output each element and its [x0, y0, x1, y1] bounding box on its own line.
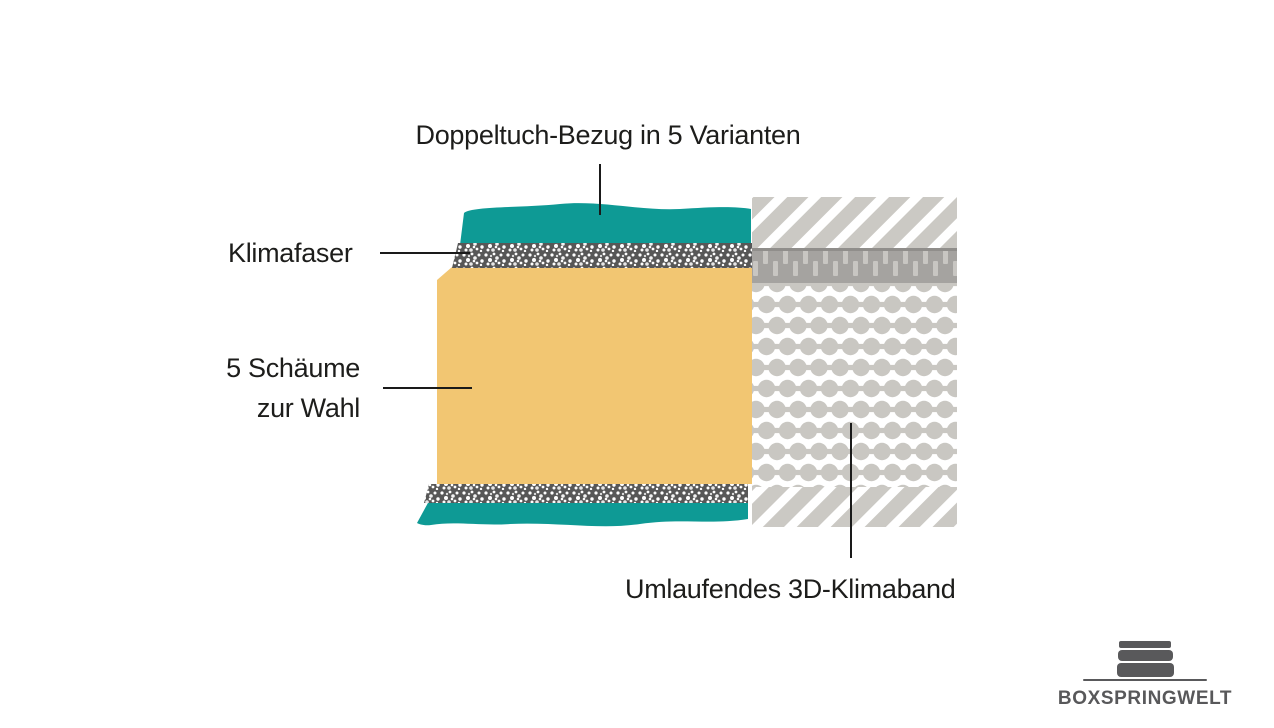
klimaband-panel: [752, 197, 957, 527]
cover-top: [460, 203, 751, 245]
cover-label: Doppeltuch-Bezug in 5 Varianten: [415, 120, 801, 150]
bed-base-line: [1083, 679, 1207, 681]
klimafaser-layer-bottom: [424, 484, 748, 503]
zipper-band-edge: [752, 248, 957, 251]
brand-name: BOXSPRINGWELT: [1057, 688, 1233, 709]
bed-mattress-bar: [1117, 650, 1173, 661]
klimafaser-label: Klimafaser: [228, 238, 353, 268]
bed-topper-bar: [1119, 641, 1171, 648]
foam-label: 5 Schäume zur Wahl: [226, 348, 360, 428]
bed-box-bar: [1116, 663, 1174, 677]
cover-bottom: [417, 501, 748, 527]
zipper-band: [752, 248, 957, 283]
leader-lines: [380, 164, 852, 558]
foam-core: [437, 267, 752, 484]
climate-band-mesh: [752, 283, 957, 487]
foam-label-line1: 5 Schäume: [226, 353, 360, 383]
ticking-stripes-bottom: [752, 487, 957, 527]
boxspring-bed-icon: [1083, 641, 1207, 681]
klimaband-label: Umlaufendes 3D-Klimaband: [625, 574, 956, 604]
foam-label-line2: zur Wahl: [256, 393, 360, 423]
boxspringwelt-logo: BOXSPRINGWELT: [1058, 641, 1232, 710]
klimafaser-layer-top: [452, 243, 752, 268]
ticking-stripes-top: [752, 197, 957, 248]
